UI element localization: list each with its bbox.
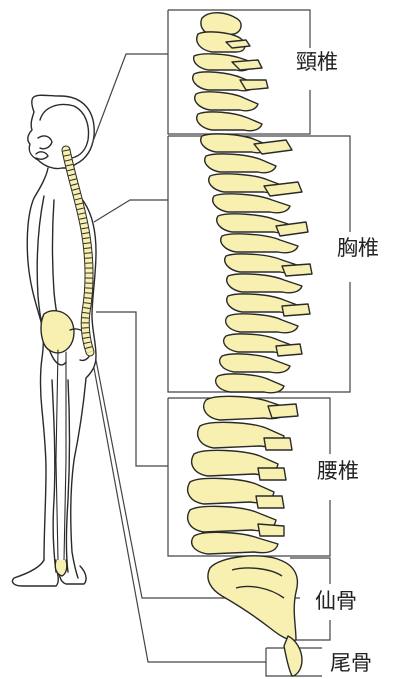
- label-cervical: 頸椎: [296, 52, 338, 73]
- feet-outline: [12, 560, 58, 586]
- label-lumbar: 腰椎: [317, 461, 359, 482]
- figure-pelvis: [41, 311, 74, 353]
- leg-outline: [52, 380, 56, 572]
- lumbar-vertebrae: [188, 396, 298, 554]
- head-outline: [28, 95, 94, 168]
- label-coccyx: 尾骨: [330, 653, 372, 674]
- label-sacrum: 仙骨: [315, 591, 357, 612]
- thoracic-vertebrae: [201, 134, 312, 393]
- coccyx: [284, 636, 302, 676]
- vertebral-column: [188, 13, 312, 676]
- cervical-vertebrae: [193, 13, 268, 131]
- label-thoracic: 胸椎: [337, 238, 379, 259]
